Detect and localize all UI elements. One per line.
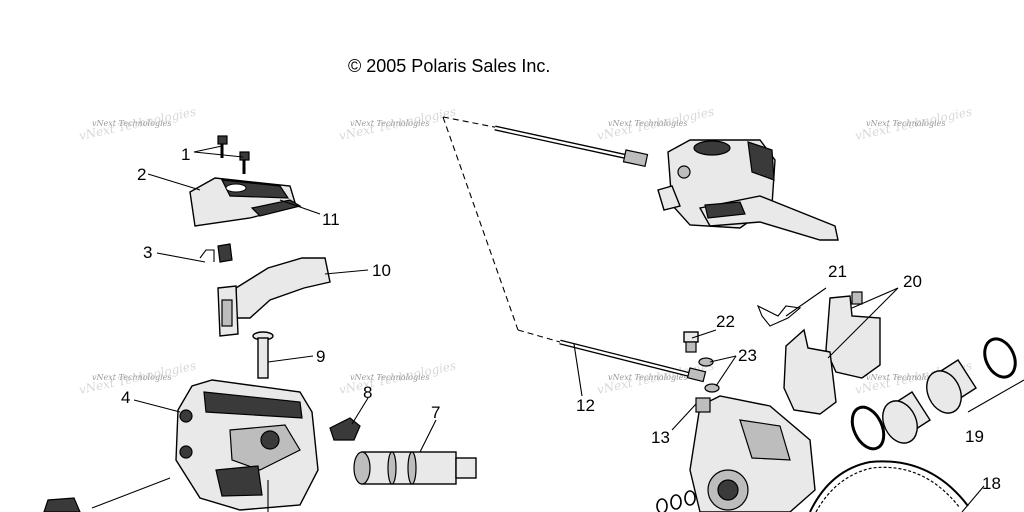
brake-disc-part-18 xyxy=(809,379,1024,512)
watermark: vNext Technologies xyxy=(608,119,687,128)
pistons-seals-part-19 xyxy=(850,337,1017,451)
brake-hose xyxy=(494,125,707,383)
reservoir-cover-part-2 xyxy=(189,177,297,227)
watermark: vNext Technologies xyxy=(608,373,687,382)
bleeder-part-22 xyxy=(683,331,699,353)
callout-3: 3 xyxy=(143,243,152,262)
pivot-pin-part-9 xyxy=(252,331,274,379)
caliper-part-13 xyxy=(689,395,816,512)
switch-part-8 xyxy=(329,417,361,441)
callout-19: 19 xyxy=(965,427,984,446)
callout-21: 21 xyxy=(828,262,847,281)
part-fragment xyxy=(43,497,81,512)
leader-line xyxy=(91,477,171,509)
callout-22: 22 xyxy=(716,312,735,331)
copyright-text: © 2005 Polaris Sales Inc. xyxy=(348,56,550,76)
leader-lines xyxy=(133,145,985,512)
housing-part-4 xyxy=(175,379,319,511)
callout-4: 4 xyxy=(121,388,130,407)
clip-part-21 xyxy=(756,304,802,327)
callout-labels: 1 2 3 4 7 8 9 10 11 12 13 18 19 20 21 22… xyxy=(121,145,1001,493)
callout-9: 9 xyxy=(316,347,325,366)
callout-1: 1 xyxy=(181,145,190,164)
spring-part-3 xyxy=(199,243,233,263)
watermark: vNext Technologies xyxy=(92,119,171,128)
watermark: vNext Technologies xyxy=(350,119,429,128)
callout-8: 8 xyxy=(363,383,372,402)
brake-pads-part-20 xyxy=(783,291,881,415)
callout-7: 7 xyxy=(431,403,440,422)
cable-outline-left xyxy=(442,116,519,331)
seal-rings xyxy=(656,490,696,512)
callout-13: 13 xyxy=(651,428,670,447)
callout-23: 23 xyxy=(738,346,757,365)
cable-outline-bottom xyxy=(517,329,561,343)
lever-part-10 xyxy=(217,257,331,337)
piston-part-7 xyxy=(353,451,477,485)
watermark: vNext Technologies xyxy=(866,119,945,128)
callout-11: 11 xyxy=(322,210,340,229)
watermark: vNext Technologies xyxy=(866,373,945,382)
callout-2: 2 xyxy=(137,165,146,184)
washers-part-23 xyxy=(698,357,720,393)
callout-12: 12 xyxy=(576,396,595,415)
callout-20: 20 xyxy=(903,272,922,291)
gasket-part-11 xyxy=(250,199,302,217)
callout-10: 10 xyxy=(372,261,391,280)
watermark: vNext Technologies xyxy=(92,373,171,382)
master-cylinder-assembly xyxy=(657,139,839,241)
watermark: vNext Technologies xyxy=(350,373,429,382)
callout-18: 18 xyxy=(982,474,1001,493)
